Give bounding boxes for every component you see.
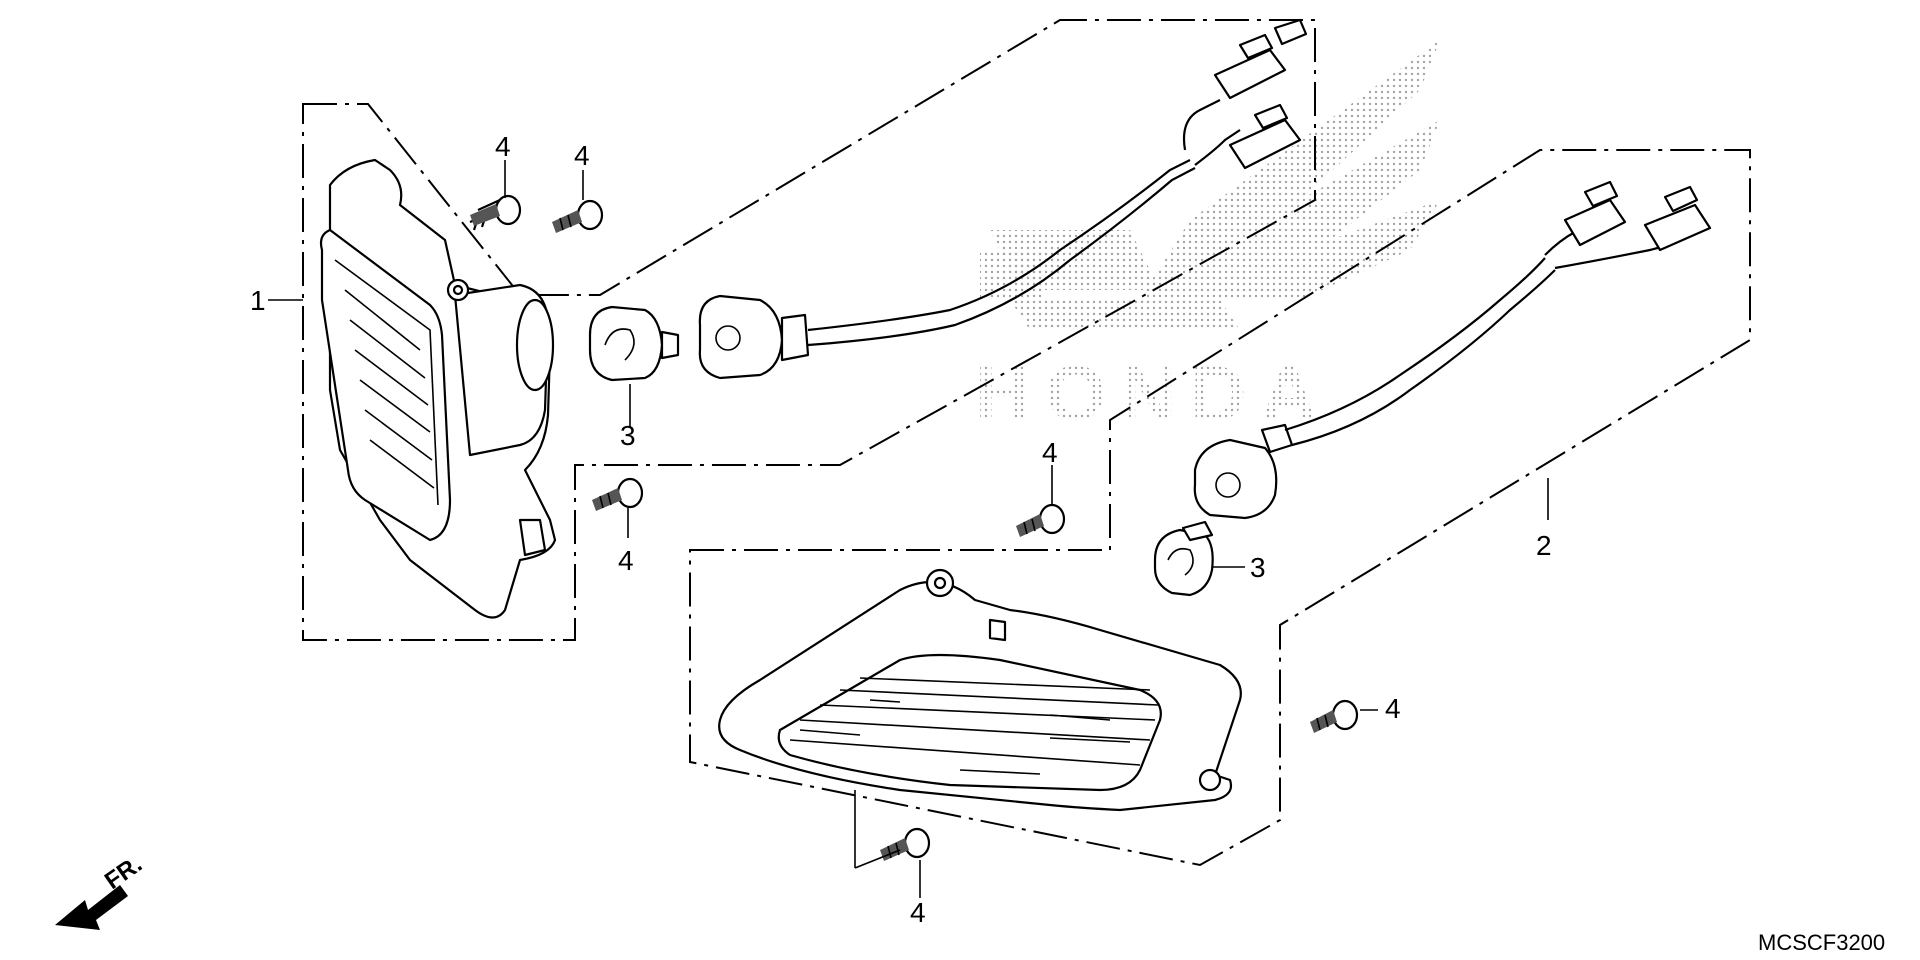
honda-wing-watermark: HONDA [975,40,1440,437]
left-socket-harness [698,18,1308,380]
right-socket-harness [1193,180,1712,520]
screw-4e [1310,699,1359,733]
callout-4-bottom: 4 [910,897,926,928]
front-direction-arrow: FR. [55,851,147,930]
right-front-position-light [718,568,1242,812]
group-outline-right [689,149,1751,867]
screw-4f [880,827,931,861]
left-front-position-light [319,158,557,619]
screw-4d [1016,503,1066,537]
honda-watermark-text: HONDA [975,349,1331,437]
callout-1: 1 [250,285,266,316]
callout-4-right: 4 [1385,693,1401,724]
callout-4-mid-left: 4 [618,545,634,576]
screw-4b [552,199,604,233]
right-bulb [1153,520,1214,597]
callout-3-left: 3 [620,420,636,451]
callout-2: 2 [1536,530,1552,561]
leader-lines [268,160,1549,898]
front-marker-label: FR. [100,851,147,895]
callout-3-right: 3 [1250,552,1266,583]
screw-4c [592,477,644,511]
left-bulb [588,305,680,382]
callout-4-top-left: 4 [495,131,511,162]
callout-4-top-right: 4 [574,140,590,171]
group-outline-left [302,19,1316,641]
screw-4a [469,194,522,231]
callout-4-mid-center: 4 [1042,437,1058,468]
diagram-code: MCSCF3200 [1758,930,1885,955]
